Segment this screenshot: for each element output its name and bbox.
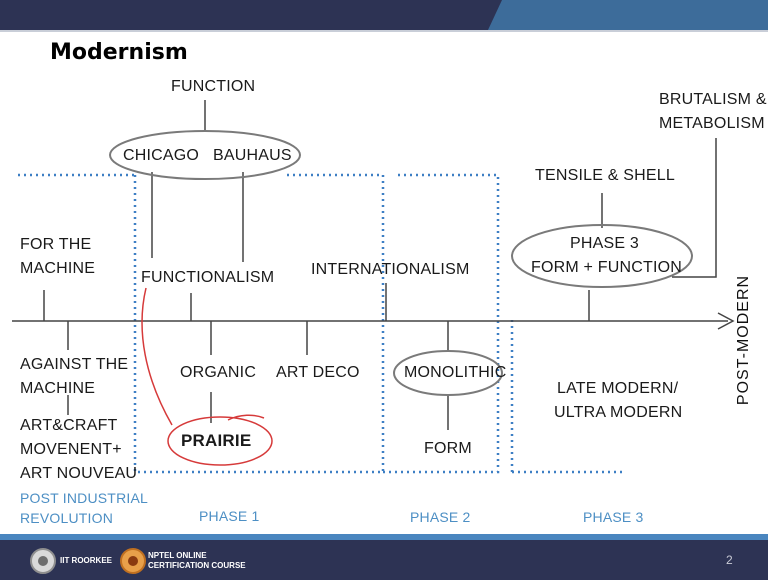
label-phase2: PHASE 2	[410, 509, 471, 525]
chicago-bauhaus-ellipse	[109, 130, 301, 180]
footer-nptel-line1: NPTEL ONLINE	[148, 551, 207, 560]
label-internationalism: INTERNATIONALISM	[311, 261, 470, 278]
label-against-the: AGAINST THE	[20, 356, 129, 373]
label-phase3: PHASE 3	[583, 509, 644, 525]
label-for-the: FOR THE	[20, 236, 92, 253]
label-bauhaus: BAUHAUS	[213, 147, 292, 164]
label-tensile-shell: TENSILE & SHELL	[535, 167, 675, 184]
label-late-modern: LATE MODERN/	[557, 380, 679, 397]
label-function: FUNCTION	[171, 78, 256, 95]
footer-institute: IIT ROORKEE	[60, 556, 113, 565]
prairie-annotation-stroke	[227, 414, 265, 421]
label-metabolism: METABOLISM	[659, 115, 765, 132]
connector-brutalism	[672, 138, 717, 278]
label-art-nouveau: ART NOUVEAU	[20, 465, 138, 482]
label-post-modern: POST-MODERN	[735, 274, 752, 406]
label-form: FORM	[424, 440, 472, 457]
label-revolution: REVOLUTION	[20, 510, 114, 526]
prairie-annotation-arrow	[141, 287, 173, 426]
footer-bar: IIT ROORKEE NPTEL ONLINE CERTIFICATION C…	[0, 540, 768, 580]
phase-box-1	[133, 173, 385, 474]
label-machine: MACHINE	[20, 260, 96, 277]
footer-stripe	[0, 534, 768, 540]
label-ultra-modern: ULTRA MODERN	[554, 404, 683, 421]
label-form-function: FORM + FUNCTION	[531, 259, 682, 276]
timeline-arrowhead	[717, 312, 735, 330]
label-prairie: PRAIRIE	[181, 431, 252, 450]
label-brutalism: BRUTALISM &	[659, 91, 767, 108]
monolithic-ellipse	[393, 350, 503, 396]
label-art-craft: ART&CRAFT	[20, 417, 118, 434]
label-organic: ORGANIC	[180, 364, 257, 381]
page-number: 2	[726, 553, 733, 567]
footer-nptel-line2: CERTIFICATION COURSE	[148, 561, 246, 570]
label-functionalism: FUNCTIONALISM	[141, 269, 275, 286]
label-post-industrial: POST INDUSTRIAL	[20, 490, 148, 506]
header-accent	[488, 0, 768, 30]
label-monolithic: MONOLITHIC	[404, 364, 507, 381]
label-movenent: MOVENENT+	[20, 441, 122, 458]
nptel-logo-icon	[120, 548, 146, 574]
phase-box-2	[383, 173, 500, 474]
label-phase3-heading: PHASE 3	[570, 235, 639, 252]
header-divider	[0, 30, 768, 32]
slide-title: Modernism	[50, 40, 188, 65]
label-art-deco: ART DECO	[276, 364, 360, 381]
label-phase1: PHASE 1	[199, 508, 260, 524]
label-chicago: CHICAGO	[123, 147, 200, 164]
iit-roorkee-logo-icon	[30, 548, 56, 574]
prairie-annotation-circle	[167, 416, 273, 466]
label-against-machine: MACHINE	[20, 380, 96, 397]
phase3-ellipse	[511, 224, 693, 288]
